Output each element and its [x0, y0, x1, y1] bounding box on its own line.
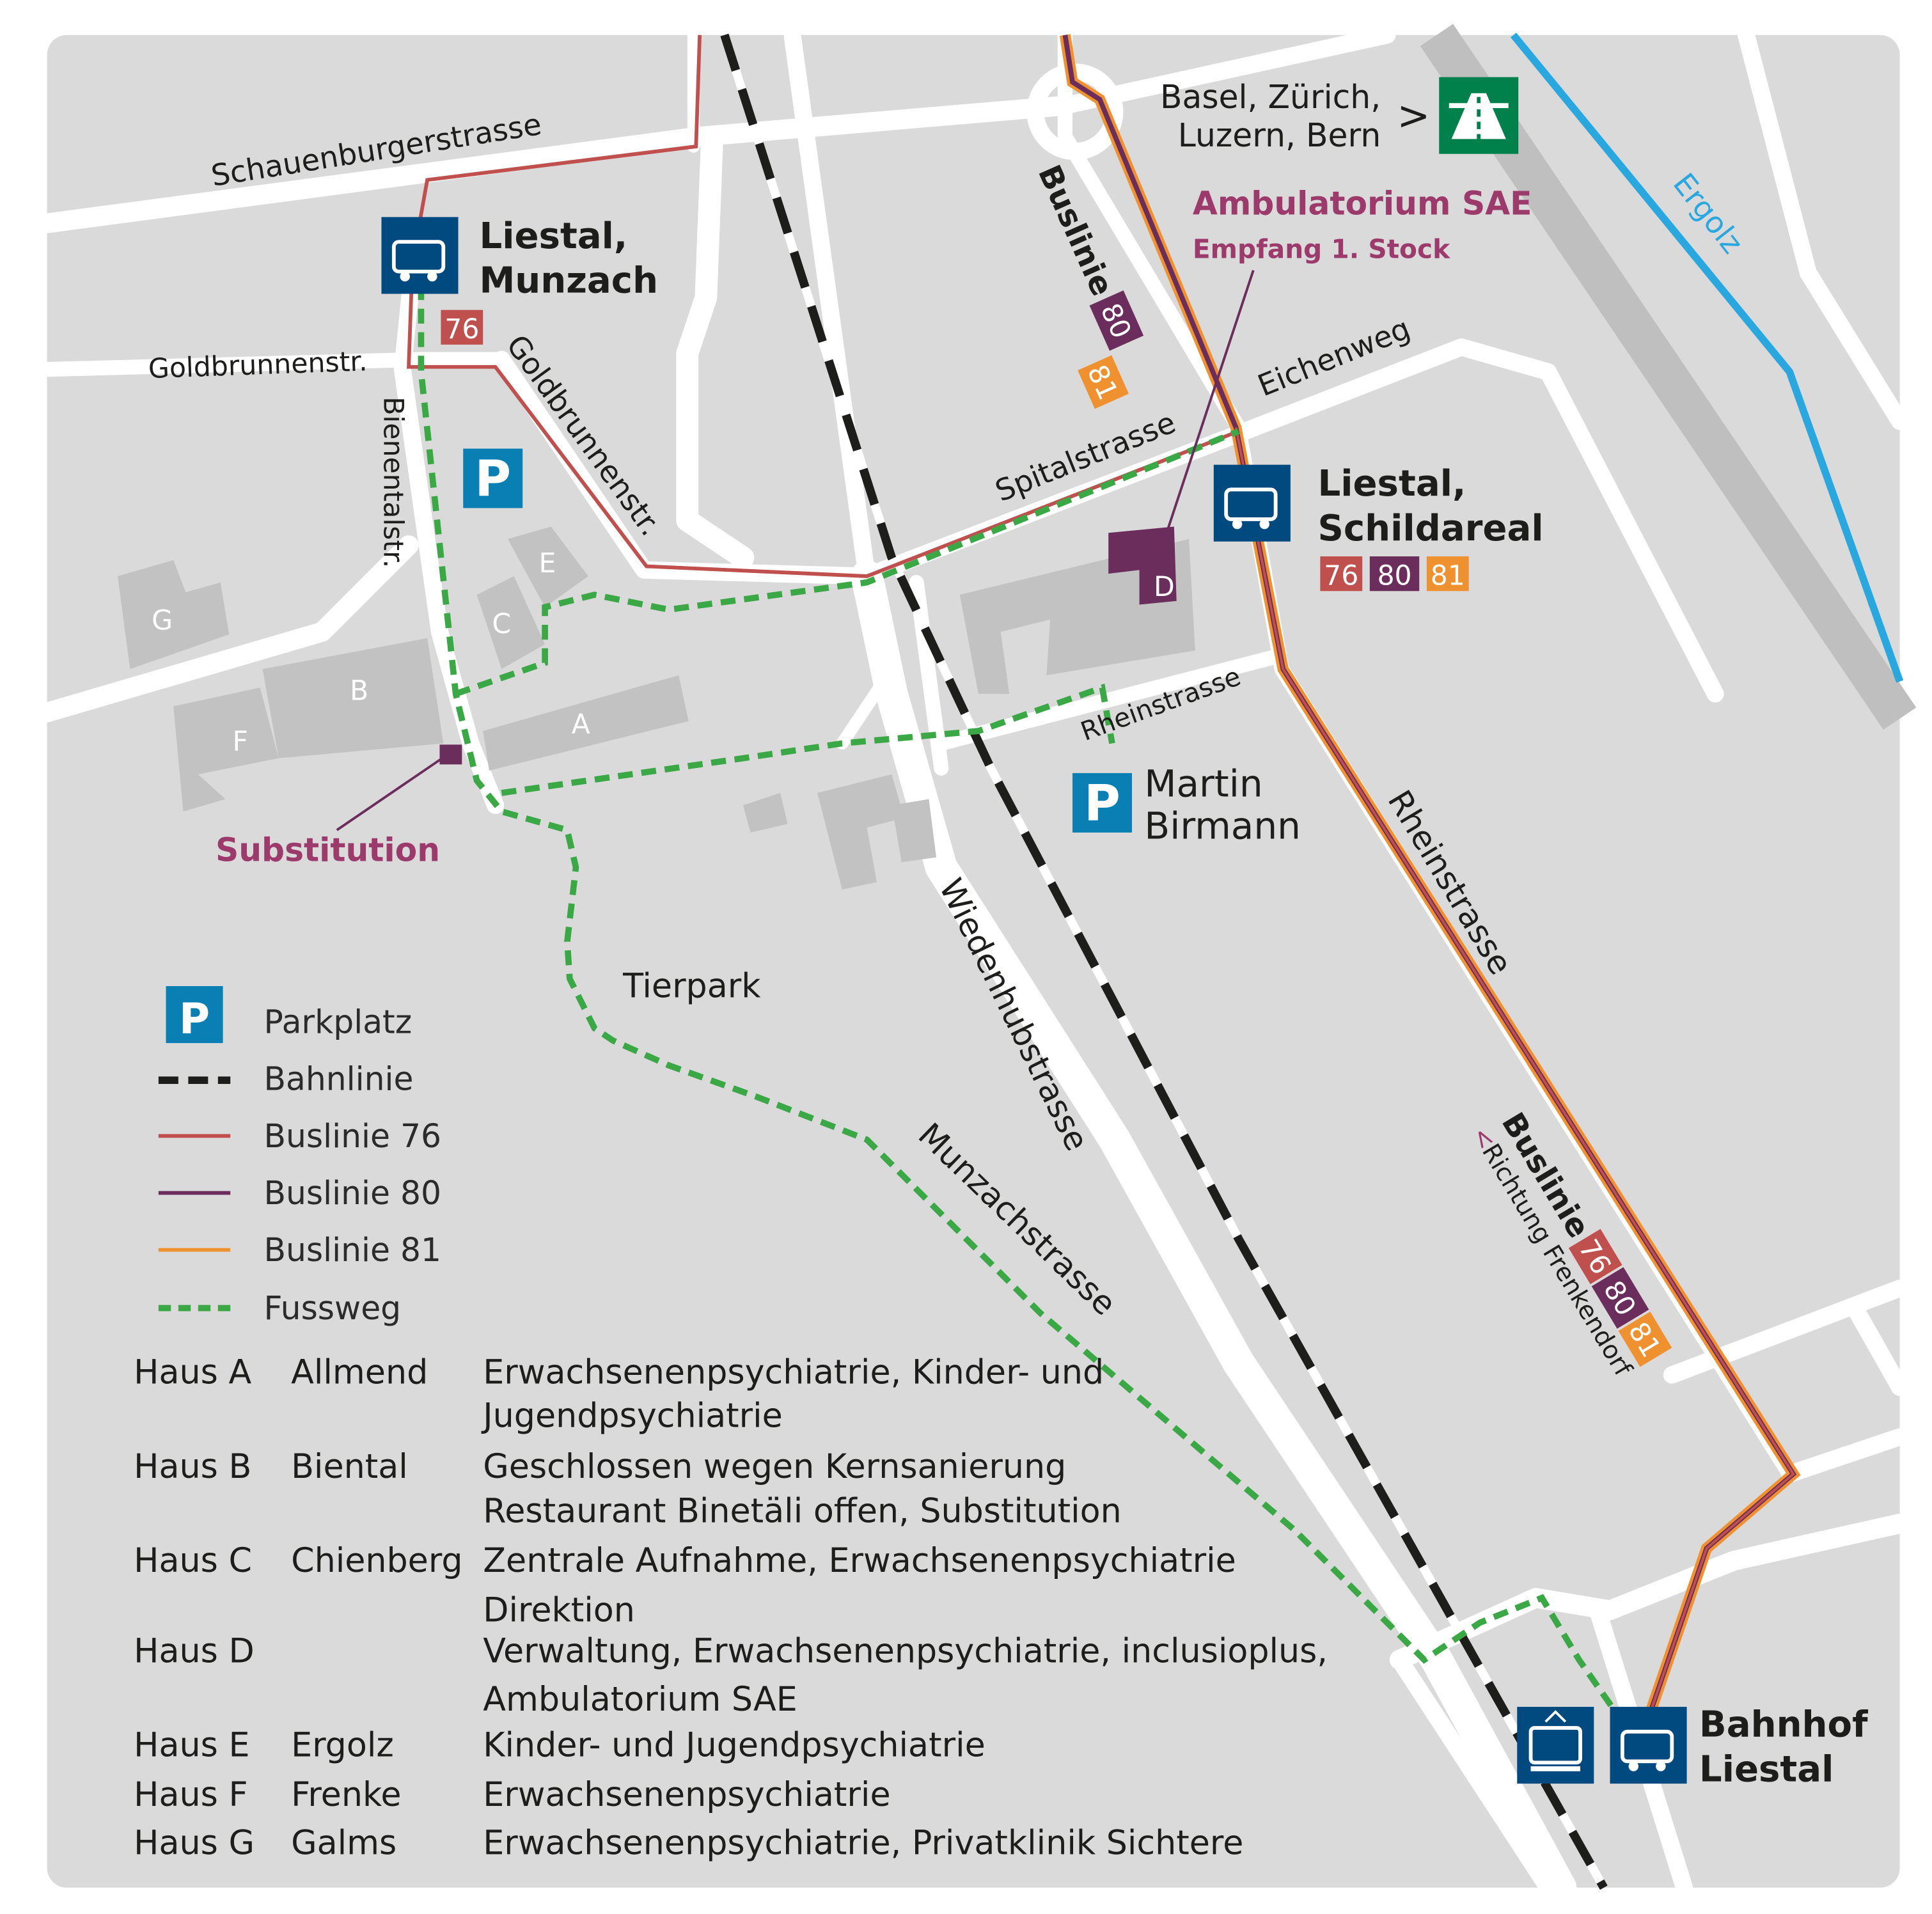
house-b-desc-1: Geschlossen wegen Kernsanierung	[483, 1447, 1066, 1486]
bus-stop-icon-munzach	[381, 217, 459, 294]
ambulatorium-title: Ambulatorium SAE	[1193, 185, 1532, 223]
building-g-label: G	[152, 604, 173, 636]
footpaths	[418, 285, 1625, 1724]
house-a-desc-1: Erwachsenenpsychiatrie, Kinder- und	[483, 1353, 1104, 1392]
house-g-id: Haus G	[134, 1824, 255, 1863]
railway-line	[720, 33, 1608, 1890]
house-c-id: Haus C	[134, 1541, 252, 1580]
substitution-marker	[439, 744, 462, 765]
house-table: Haus A Allmend Erwachsenenpsychiatrie, K…	[134, 1353, 1328, 1863]
building-c-label: C	[492, 608, 511, 640]
house-e-name: Ergolz	[291, 1726, 394, 1765]
building-b-label: B	[350, 675, 368, 707]
street-goldbrunnenstr-horizontal: Goldbrunnenstr.	[148, 345, 368, 385]
house-d-desc-1: Verwaltung, Erwachsenenpsychiatrie, incl…	[483, 1631, 1328, 1670]
legend-label-parkplatz: Parkplatz	[263, 1003, 412, 1041]
house-g-name: Galms	[291, 1824, 397, 1863]
parking-martin-line2: Birmann	[1144, 804, 1301, 848]
stop-schildareal-line2: Schildareal	[1317, 508, 1543, 549]
legend-label-fussweg: Fussweg	[263, 1289, 401, 1327]
parking-icon-main: P	[463, 448, 523, 508]
legend-label-bahnlinie: Bahnlinie	[263, 1060, 413, 1098]
house-d-id: Haus D	[134, 1631, 255, 1670]
parking-symbol: P	[475, 450, 511, 508]
parking-symbol: P	[1084, 775, 1120, 833]
ambulatorium-subtitle: Empfang 1. Stock	[1193, 233, 1450, 264]
substitution-label: Substitution	[216, 831, 440, 868]
house-a-id: Haus A	[134, 1353, 251, 1392]
house-f-desc-1: Erwachsenenpsychiatrie	[483, 1775, 890, 1814]
building-f-label: F	[232, 726, 248, 758]
house-c-desc-2: Direktion	[483, 1590, 635, 1629]
stop-bahnhof-line1: Bahnhof	[1699, 1704, 1868, 1746]
house-f-id: Haus F	[134, 1775, 247, 1814]
tierpark-label: Tierpark	[622, 966, 761, 1005]
legend-label-bus80: Buslinie 80	[263, 1174, 441, 1212]
building-d-label: D	[1154, 571, 1175, 603]
bus-line-76	[1234, 427, 1795, 1722]
legend-label-bus81: Buslinie 81	[263, 1231, 441, 1269]
building-e-label: E	[538, 547, 556, 579]
stop-schildareal-line1: Liestal,	[1317, 463, 1466, 505]
stop-munzach-line1: Liestal,	[479, 216, 627, 257]
house-e-id: Haus E	[134, 1726, 249, 1765]
stop-munzach-line-badge: 76	[444, 313, 479, 345]
stop-bahnhof-line2: Liestal	[1699, 1748, 1834, 1790]
railway-line-white	[720, 33, 1608, 1890]
substitution-leader-line	[336, 755, 447, 831]
house-a-name: Allmend	[291, 1353, 428, 1392]
stop-schildareal-badge-81: 81	[1431, 560, 1465, 592]
house-e-desc-1: Kinder- und Jugendpsychiatrie	[483, 1726, 986, 1765]
house-g-desc-1: Erwachsenenpsychiatrie, Privatklinik Sic…	[483, 1824, 1243, 1863]
motorway-arrow-icon: >	[1397, 92, 1430, 139]
parking-martin-line1: Martin	[1144, 762, 1262, 806]
bus-stop-icon-schildareal	[1213, 464, 1291, 542]
house-c-name: Chienberg	[291, 1541, 463, 1580]
legend-parking-symbol: P	[179, 994, 210, 1044]
house-b-desc-2: Restaurant Binetäli offen, Substitution	[483, 1492, 1122, 1531]
stop-schildareal-badge-80: 80	[1377, 560, 1411, 592]
stop-munzach-line2: Munzach	[479, 260, 658, 302]
bus-line-76-munzach	[407, 35, 1239, 578]
house-d-desc-2: Ambulatorium SAE	[483, 1680, 797, 1719]
ambulatorium-leader-line	[1165, 270, 1255, 533]
train-station-icon	[1517, 1707, 1594, 1784]
river-ergolz	[1510, 33, 1904, 683]
street-bienentalstr: Bienentalstr.	[377, 396, 409, 568]
bus-stop-icon-bahnhof	[1610, 1707, 1687, 1784]
house-b-id: Haus B	[134, 1447, 251, 1486]
house-b-name: Biental	[291, 1447, 408, 1486]
building-d-highlight	[1108, 526, 1177, 605]
house-f-name: Frenke	[291, 1775, 401, 1814]
building-a-label: A	[572, 709, 590, 741]
legend-parking-icon	[166, 986, 223, 1044]
parking-icon-martin: P	[1072, 773, 1132, 833]
motorway-label-line1: Basel, Zürich,	[1160, 78, 1381, 116]
legend-label-bus76: Buslinie 76	[263, 1117, 441, 1155]
house-c-desc-1: Zentrale Aufnahme, Erwachsenenpsychiatri…	[483, 1541, 1236, 1580]
legend: P Parkplatz Bahnlinie Buslinie 76 Buslin…	[158, 986, 441, 1327]
stop-schildareal-badge-76: 76	[1324, 560, 1358, 592]
buildings	[117, 526, 1195, 890]
motorway-icon	[1439, 77, 1519, 154]
motorway-label-line2: Luzern, Bern	[1178, 116, 1381, 154]
house-a-desc-2: Jugendpsychiatrie	[481, 1396, 783, 1435]
